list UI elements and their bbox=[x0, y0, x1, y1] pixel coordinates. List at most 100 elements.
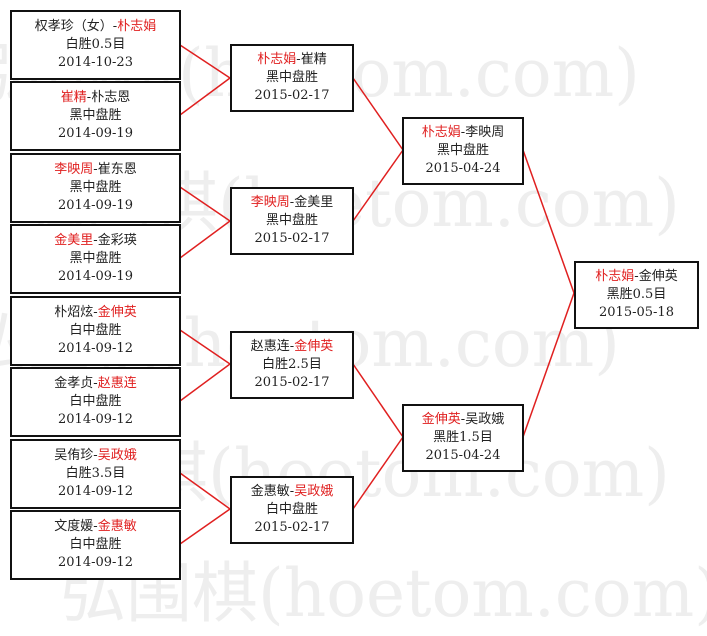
match-players: 赵惠连-金伸英 bbox=[250, 339, 334, 354]
match-result: 黑中盘胜 bbox=[436, 143, 489, 158]
match-date: 2014-10-23 bbox=[58, 55, 133, 70]
match-players: 朴志娟-李映周 bbox=[421, 125, 505, 140]
player-name: 崔精 bbox=[300, 52, 327, 67]
match-players: 朴志娟-崔精 bbox=[257, 52, 327, 67]
winner-name: 朴志娟 bbox=[421, 125, 461, 140]
player-name: 金彩瑛 bbox=[97, 233, 137, 248]
player-name: 金惠敏 bbox=[250, 484, 290, 499]
final-match-box: 朴志娟-金伸英 黑胜0.5目 2015-05-18 bbox=[574, 261, 699, 329]
winner-name: 崔精 bbox=[60, 90, 87, 105]
bracket-line bbox=[179, 44, 231, 79]
match-box: 吴侑珍-吴政娥 白胜3.5目 2014-09-12 bbox=[10, 439, 181, 509]
match-result: 白中盘胜 bbox=[69, 537, 122, 552]
player-name: 金美里 bbox=[294, 195, 334, 210]
winner-name: 吴政娥 bbox=[294, 484, 334, 499]
match-players: 金惠敏-吴政娥 bbox=[250, 484, 334, 499]
match-players: 崔精-朴志恩 bbox=[60, 90, 131, 105]
match-result: 白中盘胜 bbox=[69, 323, 122, 338]
match-players: 金伸英-吴政娥 bbox=[421, 412, 505, 427]
player-name: 吴侑珍 bbox=[54, 448, 94, 463]
match-date: 2014-09-19 bbox=[58, 269, 133, 284]
winner-name: 金惠敏 bbox=[97, 519, 137, 534]
player-name: 吴政娥 bbox=[465, 412, 505, 427]
bracket-line bbox=[179, 363, 231, 402]
winner-name: 吴政娥 bbox=[97, 448, 137, 463]
player-name: 朴志恩 bbox=[91, 90, 131, 105]
match-date: 2014-09-19 bbox=[58, 198, 133, 213]
match-players: 文度媛-金惠敏 bbox=[54, 519, 137, 534]
bracket-line bbox=[179, 77, 231, 116]
match-result: 黑中盘胜 bbox=[69, 251, 122, 266]
match-date: 2015-04-24 bbox=[425, 448, 501, 463]
player-name: 赵惠连 bbox=[250, 339, 290, 354]
match-box: 朴志娟-崔精 黑中盘胜 2015-02-17 bbox=[230, 44, 354, 112]
winner-name: 朴志娟 bbox=[595, 269, 635, 284]
match-box: 朴志娟-李映周 黑中盘胜 2015-04-24 bbox=[402, 117, 524, 185]
winner-name: 金美里 bbox=[54, 233, 94, 248]
player-name: 金孝贞 bbox=[54, 376, 94, 391]
winner-name: 李映周 bbox=[250, 195, 290, 210]
player-name: 文度媛 bbox=[54, 519, 94, 534]
winner-name: 李映周 bbox=[54, 162, 94, 177]
match-date: 2014-09-12 bbox=[58, 555, 133, 570]
match-players: 李映周-崔东恩 bbox=[54, 162, 137, 177]
match-result: 黑中盘胜 bbox=[265, 70, 318, 85]
match-date: 2014-09-12 bbox=[58, 484, 133, 499]
winner-name: 赵惠连 bbox=[97, 376, 137, 391]
match-players: 李映周-金美里 bbox=[250, 195, 334, 210]
match-result: 白胜0.5目 bbox=[65, 37, 126, 52]
match-players: 朴志娟-金伸英 bbox=[595, 269, 678, 284]
match-box: 金美里-金彩瑛 黑中盘胜 2014-09-19 bbox=[10, 224, 181, 294]
match-box: 金惠敏-吴政娥 白中盘胜 2015-02-17 bbox=[230, 476, 354, 544]
bracket-line bbox=[352, 363, 404, 438]
match-players: 金美里-金彩瑛 bbox=[54, 233, 137, 248]
match-players: 朴炤炫-金伸英 bbox=[54, 305, 137, 320]
match-date: 2015-05-18 bbox=[599, 305, 674, 320]
bracket-line bbox=[352, 149, 404, 222]
match-box: 赵惠连-金伸英 白胜2.5目 2015-02-17 bbox=[230, 331, 354, 399]
player-name: 权孝珍（女） bbox=[34, 19, 113, 34]
match-date: 2015-02-17 bbox=[254, 375, 330, 390]
bracket-lines bbox=[179, 44, 575, 545]
match-result: 黑中盘胜 bbox=[265, 213, 318, 228]
match-players: 吴侑珍-吴政娥 bbox=[54, 448, 137, 463]
winner-name: 金伸英 bbox=[294, 339, 334, 354]
match-date: 2014-09-12 bbox=[58, 341, 133, 356]
match-result: 黑胜0.5目 bbox=[606, 287, 667, 302]
match-box: 朴炤炫-金伸英 白中盘胜 2014-09-12 bbox=[10, 296, 181, 366]
match-box: 金伸英-吴政娥 黑胜1.5目 2015-04-24 bbox=[402, 404, 524, 472]
player-name: 崔东恩 bbox=[97, 162, 137, 177]
winner-name: 朴志娟 bbox=[117, 19, 157, 34]
bracket-line bbox=[179, 508, 231, 545]
match-date: 2014-09-19 bbox=[58, 126, 133, 141]
match-result: 黑胜1.5目 bbox=[433, 430, 493, 445]
match-players: 权孝珍（女）-朴志娟 bbox=[34, 19, 157, 34]
winner-name: 金伸英 bbox=[97, 305, 137, 320]
match-players: 金孝贞-赵惠连 bbox=[54, 376, 137, 391]
match-box: 李映周-金美里 黑中盘胜 2015-02-17 bbox=[230, 187, 354, 255]
bracket-line bbox=[179, 472, 231, 510]
winner-name: 朴志娟 bbox=[257, 52, 297, 67]
match-date: 2015-04-24 bbox=[425, 161, 501, 176]
bracket-line bbox=[522, 292, 575, 438]
match-date: 2015-02-17 bbox=[254, 88, 330, 103]
match-box: 金孝贞-赵惠连 白中盘胜 2014-09-12 bbox=[10, 367, 181, 437]
winner-name: 金伸英 bbox=[421, 412, 461, 427]
bracket-line bbox=[179, 329, 231, 365]
player-name: 金伸英 bbox=[638, 269, 678, 284]
match-date: 2015-02-17 bbox=[254, 231, 330, 246]
match-box: 崔精-朴志恩 黑中盘胜 2014-09-19 bbox=[10, 81, 181, 151]
player-name: 李映周 bbox=[465, 125, 505, 140]
match-result: 黑中盘胜 bbox=[69, 108, 122, 123]
bracket-line bbox=[352, 436, 404, 510]
match-result: 白胜3.5目 bbox=[65, 466, 126, 481]
bracket-line bbox=[179, 220, 231, 259]
bracket-line bbox=[352, 77, 404, 151]
bracket-line bbox=[522, 149, 575, 294]
match-date: 2015-02-17 bbox=[254, 520, 330, 535]
match-box: 权孝珍（女）-朴志娟 白胜0.5目 2014-10-23 bbox=[10, 10, 181, 80]
match-box: 李映周-崔东恩 黑中盘胜 2014-09-19 bbox=[10, 153, 181, 223]
match-result: 白胜2.5目 bbox=[262, 357, 322, 372]
match-date: 2014-09-12 bbox=[58, 412, 133, 427]
match-result: 白中盘胜 bbox=[265, 502, 318, 517]
